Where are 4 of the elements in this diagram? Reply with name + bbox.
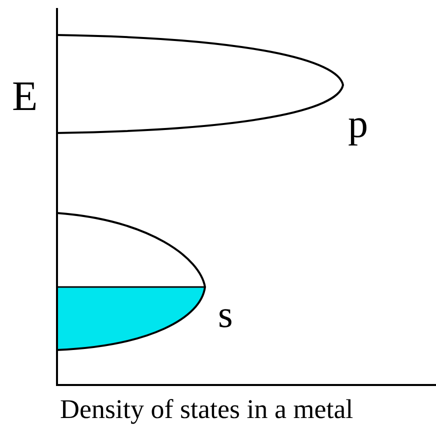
axis-label: E [12,76,38,118]
band-label: s [218,296,233,334]
band-label: p [348,104,368,144]
axis-label: Density of states in a metal [60,396,354,423]
